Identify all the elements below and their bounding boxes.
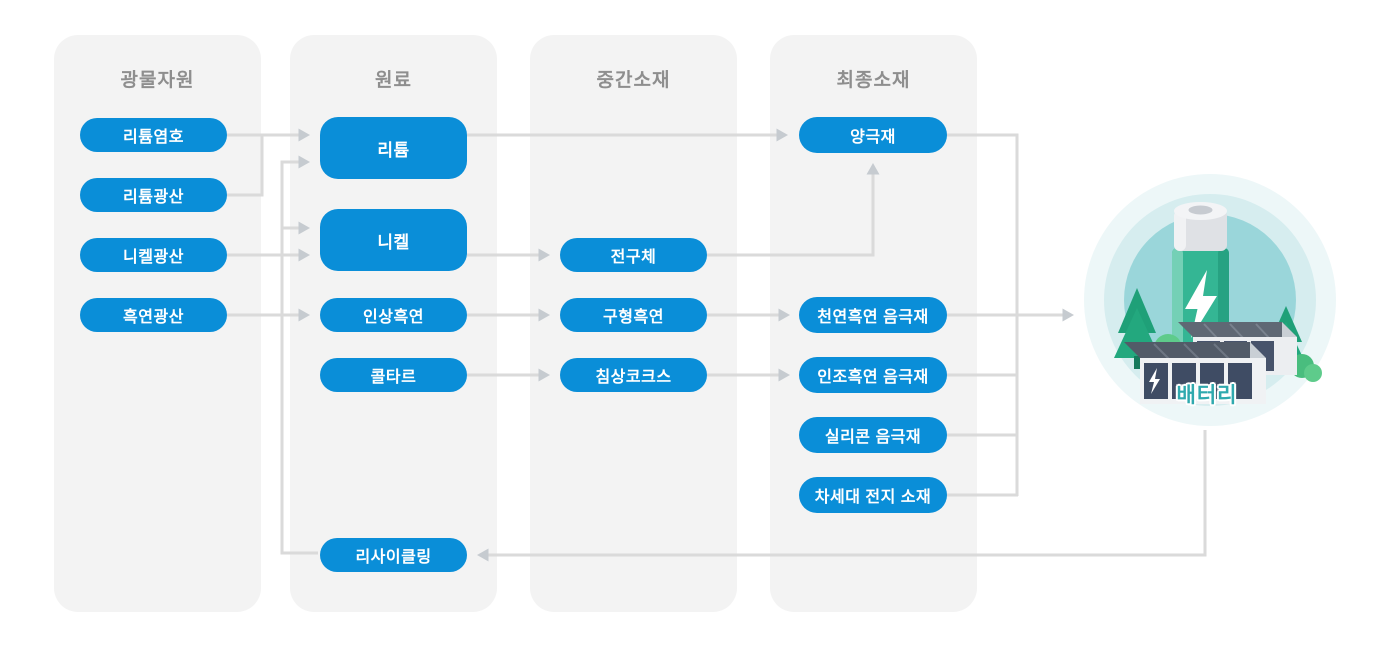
battery-illustration	[1084, 174, 1336, 426]
battery-label: 배터리	[1176, 384, 1238, 407]
node-coal-tar: 콜타르	[320, 358, 467, 392]
node-label: 인조흑연 음극재	[817, 369, 929, 386]
node-silicon-anode: 실리콘 음극재	[799, 417, 947, 453]
node-label: 리튬	[377, 140, 410, 160]
node-label: 구형흑연	[603, 309, 664, 326]
node-label: 차세대 전지 소재	[814, 489, 932, 506]
node-lithium-mine: 리튬광산	[80, 178, 227, 212]
ess-container-front-icon	[1124, 342, 1266, 404]
node-label: 리튬염호	[123, 129, 184, 146]
node-flake-graphite: 인상흑연	[320, 298, 467, 332]
node-label: 양극재	[850, 129, 896, 146]
node-label: 니켈광산	[123, 249, 184, 266]
node-natural-graphite-anode: 천연흑연 음극재	[799, 297, 947, 333]
node-artificial-graphite-anode: 인조흑연 음극재	[799, 357, 947, 393]
node-label: 전구체	[610, 249, 657, 266]
node-spherical-graphite: 구형흑연	[560, 298, 707, 332]
node-label: 흑연광산	[123, 309, 184, 326]
node-lithium-brine: 리튬염호	[80, 118, 227, 152]
node-nickel: 니켈	[320, 209, 467, 271]
node-label: 니켈	[377, 232, 410, 252]
node-lithium: 리튬	[320, 117, 467, 179]
column-title-intermediate-materials: 중간소재	[596, 70, 671, 91]
node-label: 콜타르	[370, 369, 417, 386]
node-label: 실리콘 음극재	[824, 429, 922, 446]
node-needle-coke: 침상코크스	[560, 358, 707, 392]
node-precursor: 전구체	[560, 238, 707, 272]
node-label: 리사이클링	[355, 549, 432, 566]
node-label: 리튬광산	[123, 189, 184, 206]
column-title-raw-materials: 원료	[375, 70, 412, 91]
column-title-minerals: 광물자원	[120, 70, 195, 91]
node-graphite-mine: 흑연광산	[80, 298, 227, 332]
node-next-gen-battery-material: 차세대 전지 소재	[799, 477, 947, 513]
node-nickel-mine: 니켈광산	[80, 238, 227, 272]
node-label: 인상흑연	[363, 309, 424, 326]
node-cathode-material: 양극재	[799, 117, 947, 153]
column-title-final-materials: 최종소재	[836, 70, 911, 91]
node-label: 침상코크스	[595, 369, 672, 386]
node-recycling: 리사이클링	[320, 538, 467, 572]
node-label: 천연흑연 음극재	[817, 309, 929, 326]
